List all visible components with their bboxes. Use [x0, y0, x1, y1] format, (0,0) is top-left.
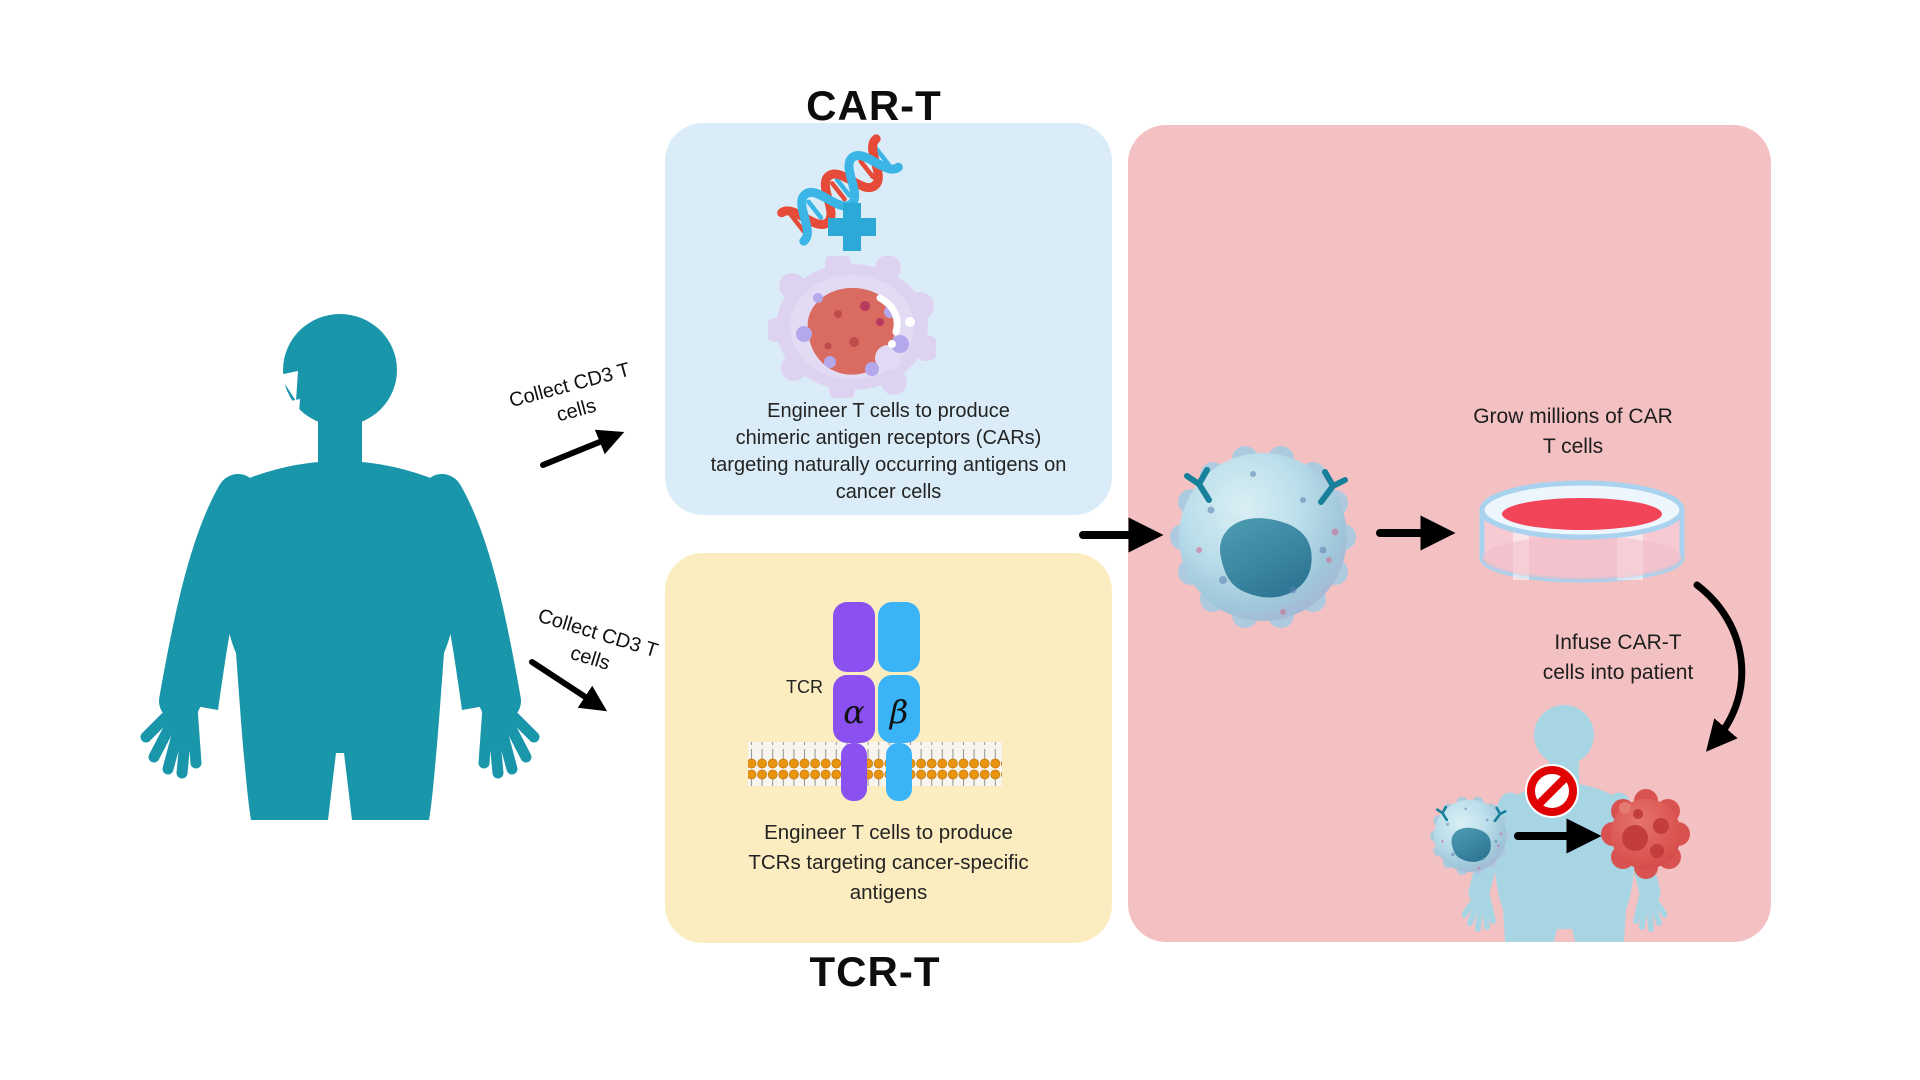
- tcr-t-description: Engineer T cells to produce TCRs targeti…: [748, 821, 1029, 904]
- petri-dish-icon: [1479, 480, 1685, 583]
- car-t-panel: Engineer T cells to produce chimeric ant…: [665, 123, 1112, 515]
- beta-label: β: [889, 693, 909, 731]
- grow-label: Grow millions of CAR T cells: [1473, 405, 1673, 458]
- no-entry-icon: [1525, 764, 1579, 818]
- car-t-title: CAR-T: [806, 82, 942, 129]
- collect-arrow-top: [540, 429, 625, 468]
- lipid-membrane-icon: [748, 742, 1002, 786]
- face-profile-notch: [279, 371, 300, 427]
- tcr-t-panel: α β TCR Engineer T cells to produce TCRs…: [665, 553, 1112, 943]
- alpha-chain: [833, 602, 875, 801]
- tcr-receptor-icon: α β TCR: [748, 602, 1002, 801]
- plus-icon: [828, 203, 876, 251]
- engineered-cell-icon: [768, 256, 936, 398]
- tumor-cell-icon: [1601, 789, 1690, 879]
- small-t-cell-icon: [1428, 795, 1512, 877]
- infuse-label: Infuse CAR-T cells into patient: [1542, 631, 1694, 684]
- tcr-label: TCR: [786, 677, 823, 697]
- t-cell-icon: [1163, 440, 1363, 630]
- tcr-t-title: TCR-T: [809, 948, 941, 995]
- alpha-label: α: [843, 693, 865, 731]
- patient-leg-gap: [1554, 929, 1575, 942]
- human-silhouette-icon: [140, 314, 540, 820]
- car-t-description: Engineer T cells to produce chimeric ant…: [710, 400, 1067, 503]
- beta-chain: [878, 602, 920, 801]
